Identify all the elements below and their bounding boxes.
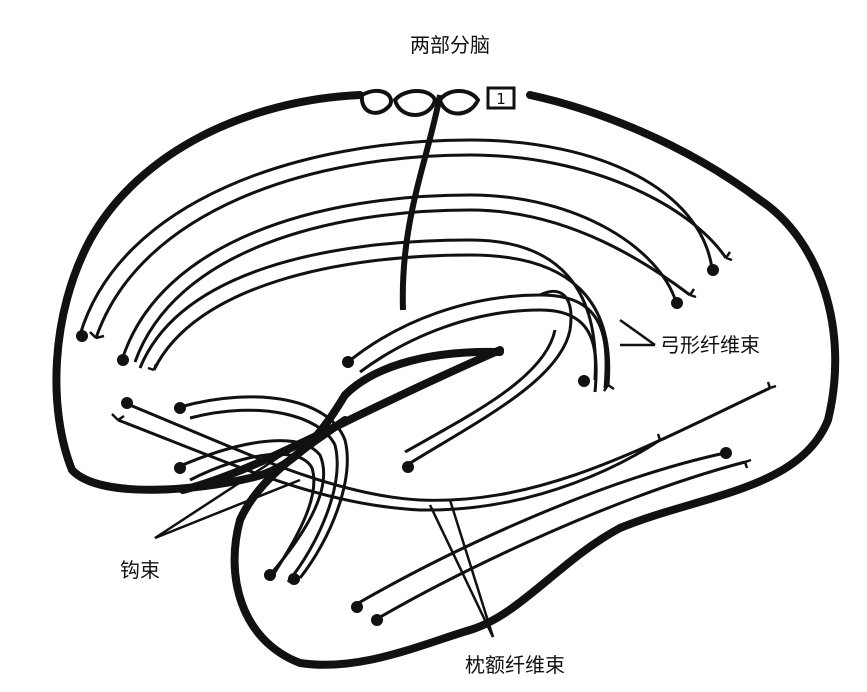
- leader-occipitofrontal-2: [448, 499, 495, 638]
- gyrus-loop-3: [437, 89, 481, 116]
- fiber-end-dots: [76, 264, 732, 626]
- arc-short-1: [406, 289, 573, 467]
- end-dot: [707, 264, 719, 276]
- end-dot: [76, 330, 88, 342]
- arcuate-long-fibers: [78, 138, 728, 393]
- end-dot: [371, 614, 383, 626]
- end-dot: [351, 601, 363, 613]
- end-dot: [264, 569, 276, 581]
- end-dot: [671, 297, 683, 309]
- fiber-fork-tips: [89, 251, 777, 469]
- label-occipitofrontal: 枕额纤维束: [465, 653, 565, 677]
- leader-arcuate: [619, 318, 656, 347]
- unc-fiber-4: [189, 452, 316, 581]
- label-top: 两部分脑: [410, 33, 490, 57]
- arc-fiber-8: [359, 308, 598, 393]
- arc-fiber-1: [78, 138, 714, 336]
- arc-short-2: [404, 329, 557, 454]
- arc-fiber-7: [347, 293, 608, 389]
- unc-fiber-2: [189, 408, 339, 583]
- corpus-callosum-bar: [179, 346, 504, 494]
- fork-tip: [111, 413, 125, 422]
- central-fissure: [399, 94, 443, 311]
- fork-tip: [688, 288, 697, 299]
- end-dot: [720, 447, 732, 459]
- brain-outline: [52, 91, 840, 669]
- label-uncinate: 钩束: [120, 558, 160, 582]
- occ-fiber-4: [374, 460, 746, 622]
- occipitofrontal-fibers: [117, 386, 771, 622]
- brain-temporal-contour: [230, 91, 840, 669]
- fork-tip: [743, 458, 752, 469]
- fork-tip: [147, 363, 158, 372]
- top-gyri: [359, 88, 481, 311]
- arc-fiber-3: [120, 193, 678, 361]
- label-arcuate: 弓形纤维束: [660, 333, 760, 357]
- arc-fiber-4: [133, 208, 691, 363]
- fork-tip: [656, 433, 667, 442]
- end-dot: [578, 375, 590, 387]
- fork-tip: [89, 331, 105, 340]
- fork-tip: [766, 381, 777, 390]
- brain-outer-contour: [52, 91, 504, 494]
- occ-fiber-2: [117, 418, 661, 512]
- unc-fiber-1: [179, 395, 349, 579]
- arc-fiber-2: [94, 153, 728, 339]
- box-marker: 1: [486, 86, 516, 110]
- arc-fiber-5: [138, 238, 597, 381]
- fork-tip: [724, 251, 733, 262]
- occ-fiber-3: [354, 451, 726, 607]
- arc-fiber-6: [152, 253, 611, 386]
- end-dot: [121, 397, 133, 409]
- end-dot: [288, 573, 300, 585]
- leader-uncinate-1: [154, 438, 306, 540]
- gyrus-loop-2: [392, 89, 438, 117]
- box-marker-label: 1: [496, 90, 506, 108]
- arcuate-short-fibers: [404, 289, 573, 467]
- end-dot: [342, 356, 354, 368]
- fork-tip: [602, 383, 615, 392]
- end-dot: [174, 402, 186, 414]
- end-dot: [402, 461, 414, 473]
- end-dot: [117, 354, 129, 366]
- leader-uncinate-2: [154, 478, 301, 540]
- gyrus-loop-1: [359, 88, 393, 115]
- leader-occipitofrontal-1: [428, 504, 495, 638]
- leader-lines: [154, 318, 656, 638]
- end-dot: [174, 462, 186, 474]
